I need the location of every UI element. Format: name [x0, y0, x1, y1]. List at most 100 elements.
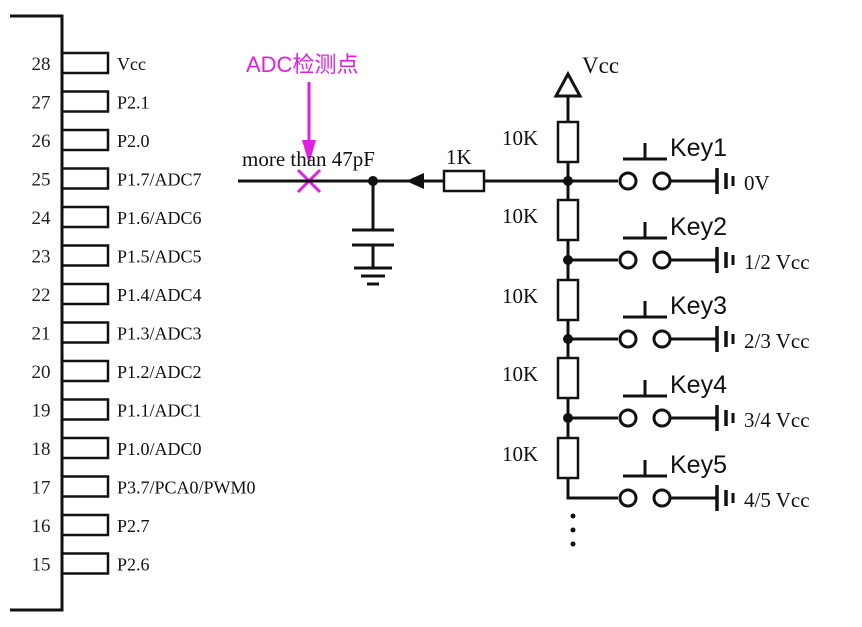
cap-label: more than 47pF [242, 147, 375, 171]
key-voltage-label: 1/2 Vcc [744, 250, 810, 274]
annotation-arrow-head [302, 140, 316, 164]
ladder-resistor-label: 10K [502, 126, 538, 150]
pin-label: P1.2/ADC2 [117, 362, 202, 382]
key-voltage-label: 4/5 Vcc [744, 488, 810, 512]
key-voltage-label: 2/3 Vcc [744, 329, 810, 353]
pin-number: 28 [32, 54, 51, 75]
switch-contact [618, 171, 638, 191]
key-label: Key3 [670, 292, 727, 320]
pin-pad [60, 282, 110, 306]
ladder-resistor [556, 120, 580, 164]
adc-input-network: more than 47pF 1K [238, 145, 568, 286]
ladder-resistor [556, 198, 580, 242]
chip-pin: 23 P1.5/ADC5 [32, 244, 202, 268]
pin-label: P1.0/ADC0 [117, 439, 202, 459]
pin-label: P2.6 [117, 555, 150, 575]
pin-pad [60, 51, 110, 75]
pin-label: P2.7 [117, 516, 150, 536]
chip-pin: 16 P2.7 [32, 513, 150, 537]
key-switch: Key4 3/4 Vcc [568, 371, 810, 432]
ladder-resistor-label: 10K [502, 284, 538, 308]
switch-contact [652, 250, 672, 270]
signal-arrow [406, 173, 424, 189]
series-resistor-label: 1K [446, 145, 472, 169]
pin-number: 23 [32, 247, 51, 268]
key-switch: Key2 1/2 Vcc [568, 213, 810, 274]
pin-pad [60, 128, 110, 152]
key-label: Key2 [670, 213, 727, 241]
ladder-resistor-label: 10K [502, 362, 538, 386]
pin-pad [60, 90, 110, 113]
chip-pin: 28 Vcc [32, 51, 146, 75]
chip-pin: 17 P3.7/PCA0/PWM0 [32, 475, 256, 499]
pin-number: 27 [32, 93, 51, 114]
pin-number: 17 [32, 478, 51, 499]
pin-label: P1.7/ADC7 [117, 170, 202, 190]
adc-test-point-label: ADC检测点 [246, 52, 358, 77]
key-voltage-label: 3/4 Vcc [744, 408, 810, 432]
pin-pad [60, 513, 110, 537]
switch-contact [618, 408, 638, 428]
key-voltage-label: 0V [744, 171, 770, 195]
ladder-resistor [556, 356, 580, 400]
pin-number: 19 [32, 401, 51, 422]
vcc-arrow-icon [553, 70, 583, 98]
pin-label: Vcc [117, 54, 146, 74]
switch-contact [618, 329, 638, 349]
ellipsis-dot [570, 513, 576, 519]
switch-contact [652, 408, 672, 428]
switch-contact [652, 488, 672, 508]
key-label: Key4 [670, 371, 727, 399]
pin-pad [60, 436, 110, 460]
key-switch: Key3 2/3 Vcc [568, 292, 810, 353]
chip-pin: 21 P1.3/ADC3 [32, 321, 202, 345]
pin-label: P2.1 [117, 93, 150, 113]
pin-pad [60, 167, 110, 190]
pin-label: P1.5/ADC5 [117, 247, 202, 267]
pin-pad [60, 321, 110, 344]
chip-pin: 26 P2.0 [32, 128, 150, 152]
pin-number: 16 [32, 516, 51, 537]
pin-pad [60, 359, 110, 383]
ladder-resistor-label: 10K [502, 204, 538, 228]
switch-contact [618, 250, 638, 270]
pin-number: 24 [32, 208, 52, 229]
key-label: Key1 [670, 134, 727, 162]
switch-contact [652, 171, 672, 191]
chip-outline [10, 14, 64, 612]
pin-label: P1.3/ADC3 [117, 324, 202, 344]
resistor-ladder: 10K 10K 10K 10K 10K [502, 120, 618, 500]
pin-label: P1.1/ADC1 [117, 401, 202, 421]
pin-pad [60, 244, 110, 267]
continuation-dots [570, 513, 576, 547]
ellipsis-dot [570, 527, 576, 533]
ladder-resistor-label: 10K [502, 442, 538, 466]
pin-label: P1.4/ADC4 [117, 285, 202, 305]
switch-contact [618, 488, 638, 508]
series-resistor-1k [442, 169, 486, 193]
chip-pin: 24 P1.6/ADC6 [32, 205, 202, 229]
pin-label: P2.0 [117, 131, 150, 151]
pin-pad [60, 475, 110, 498]
vcc-source: Vcc [553, 53, 619, 122]
pin-number: 15 [32, 555, 51, 576]
pin-number: 26 [32, 131, 51, 152]
pin-label: P1.6/ADC6 [117, 208, 202, 228]
pin-number: 22 [32, 285, 51, 306]
pin-number: 18 [32, 439, 51, 460]
pin-label: P3.7/PCA0/PWM0 [117, 478, 256, 498]
adc-test-point-annotation: ADC检测点 [246, 52, 358, 194]
chip-pin: 22 P1.4/ADC4 [32, 282, 202, 306]
pin-pad [60, 205, 110, 229]
chip-pin: 19 P1.1/ADC1 [32, 398, 202, 422]
pin-number: 21 [32, 324, 51, 345]
ladder-resistor [556, 278, 580, 322]
ladder-resistor [556, 436, 580, 480]
